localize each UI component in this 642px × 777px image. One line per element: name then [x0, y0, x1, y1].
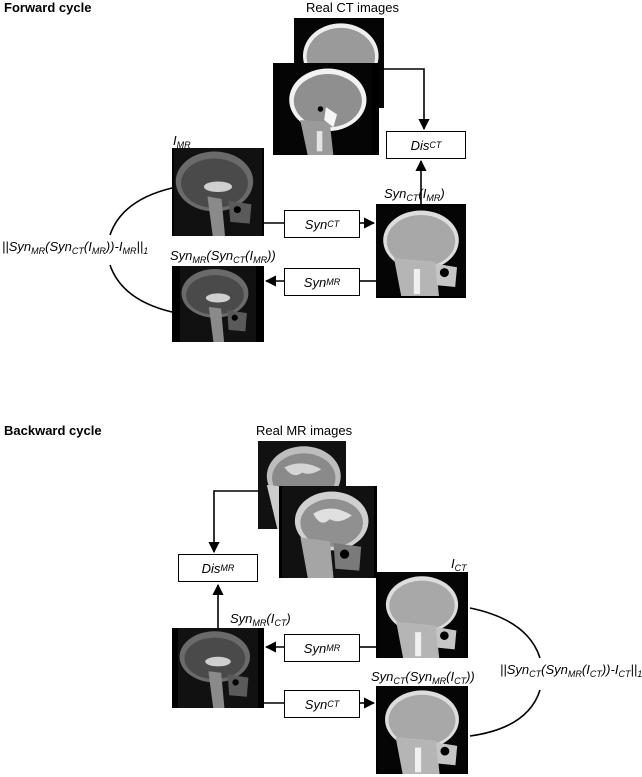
backward-cycle-loss-label: ||SynCT(SynMR(ICT))-ICT||1	[500, 662, 642, 679]
reconstructed-mr-image	[172, 266, 264, 342]
forward-loss-arc-bottom	[109, 264, 173, 313]
generator-syn-mr-label: Syn	[303, 274, 327, 290]
real-ct-images-label: Real CT images	[306, 0, 399, 15]
synthesized-ct-label: SynCT(IMR)	[384, 186, 445, 203]
forward-cycle-title: Forward cycle	[4, 0, 92, 15]
real-mr-images-label: Real MR images	[256, 423, 353, 438]
reconstructed-ct-image	[376, 686, 468, 774]
real-ct-image-front	[273, 63, 379, 155]
real-mr-image-front	[279, 486, 377, 578]
discriminator-ct-label: Dis	[410, 137, 430, 153]
input-mr-label: IMR	[173, 133, 191, 150]
arrow-real-ct-to-disc	[380, 68, 430, 131]
discriminator-mr-label: Dis	[201, 560, 221, 576]
synthesized-ct-image	[376, 204, 466, 298]
forward-loss-arc-top	[109, 187, 173, 236]
input-ct-image	[376, 572, 468, 658]
arrow-real-mr-to-disc	[208, 490, 258, 554]
reconstructed-mr-label: SynMR(SynCT(IMR))	[170, 248, 276, 265]
synthesized-mr-image	[172, 628, 264, 708]
backward-loss-arc-bottom	[469, 689, 541, 737]
reconstructed-ct-label: SynCT(SynMR(ICT))	[371, 669, 475, 686]
backward-cycle-title: Backward cycle	[4, 423, 102, 438]
generator-syn-mr-backward-label: Syn	[303, 640, 327, 656]
backward-loss-arc-top	[469, 607, 541, 659]
synthesized-mr-label: SynMR(ICT)	[230, 611, 291, 628]
input-ct-label: ICT	[451, 556, 467, 573]
input-mr-image	[172, 148, 264, 236]
generator-syn-ct-backward-label: Syn	[304, 696, 328, 712]
generator-syn-ct-label: Syn	[304, 216, 328, 232]
forward-cycle-loss-label: ||SynMR(SynCT(IMR))-IMR||1	[2, 239, 149, 256]
